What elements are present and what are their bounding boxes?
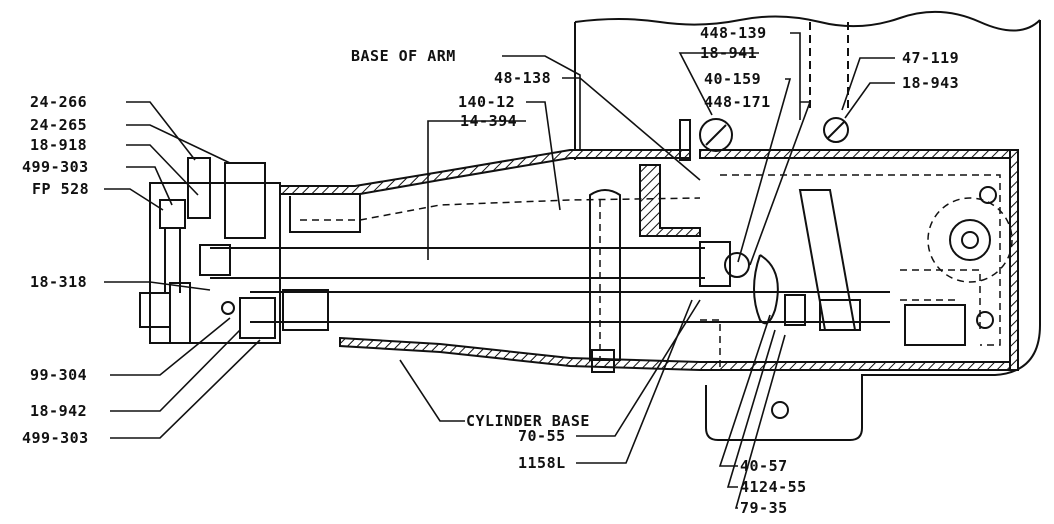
label-24-266: 24-266 (30, 93, 88, 111)
label-24-265: 24-265 (30, 116, 88, 134)
label-499-303-bottom: 499-303 (22, 429, 89, 447)
label-448-139: 448-139 (700, 24, 767, 42)
cylinder-housing (279, 149, 1019, 371)
inner-dashed-lines (300, 174, 1013, 370)
label-cylinder-base: CYLINDER BASE (466, 412, 590, 430)
label-70-55: 70-55 (518, 427, 566, 445)
right-mechanism (589, 117, 997, 373)
leader-lines (104, 32, 895, 509)
label-18-918: 18-918 (30, 136, 88, 154)
label-1158l: 1158L (518, 454, 566, 472)
label-47-119: 47-119 (902, 49, 960, 67)
label-448-171: 448-171 (704, 93, 771, 111)
main-shaft (210, 241, 890, 326)
label-79-35: 79-35 (740, 499, 788, 517)
label-18-943: 18-943 (902, 74, 960, 92)
label-40-57: 40-57 (740, 457, 788, 475)
label-base-of-arm: BASE OF ARM (351, 47, 456, 65)
label-48-138: 48-138 (494, 69, 552, 87)
left-end-mechanism (139, 157, 329, 344)
label-18-318: 18-318 (30, 273, 88, 291)
label-140-12: 140-12 (458, 93, 516, 111)
arm-housing-outline (574, 10, 1041, 441)
label-40-159: 40-159 (704, 70, 762, 88)
label-fp-528: FP 528 (32, 180, 90, 198)
label-499-303-top: 499-303 (22, 158, 89, 176)
label-14-394: 14-394 (460, 112, 518, 130)
label-18-942: 18-942 (30, 402, 88, 420)
label-18-941: 18-941 (700, 44, 758, 62)
label-4124-55: 4124-55 (740, 478, 807, 496)
label-99-304: 99-304 (30, 366, 88, 384)
